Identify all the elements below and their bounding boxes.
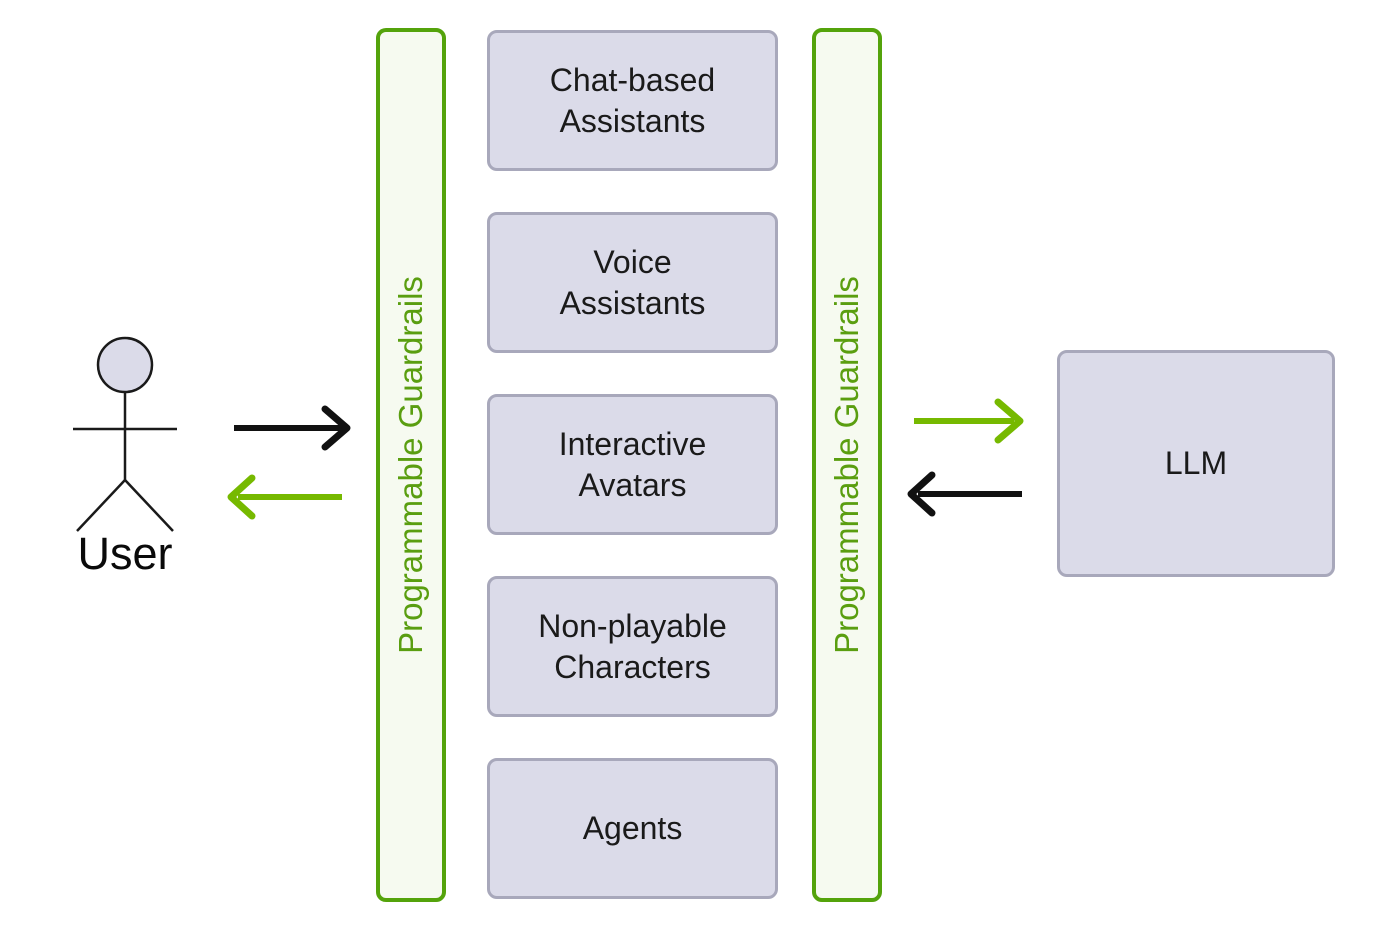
arrow-guardrail-to-user bbox=[227, 474, 342, 520]
user-stick-figure-icon bbox=[55, 335, 195, 535]
app-box-agents[interactable]: Agents bbox=[487, 758, 778, 899]
guardrail-label-left: Programmable Guardrails bbox=[392, 276, 429, 654]
arrow-guardrail-to-llm bbox=[914, 398, 1024, 444]
guardrail-label-right: Programmable Guardrails bbox=[828, 276, 865, 654]
llm-label: LLM bbox=[1164, 445, 1228, 481]
user-label: User bbox=[77, 528, 173, 579]
arrow-llm-to-guardrail bbox=[907, 471, 1022, 517]
guardrail-bar-left[interactable]: Programmable Guardrails bbox=[376, 28, 446, 902]
arrow-user-to-guardrail bbox=[234, 405, 351, 451]
app-box-label: Agents bbox=[582, 810, 683, 847]
llm-box[interactable]: LLM bbox=[1057, 350, 1335, 577]
guardrail-bar-right[interactable]: Programmable Guardrails bbox=[812, 28, 882, 902]
